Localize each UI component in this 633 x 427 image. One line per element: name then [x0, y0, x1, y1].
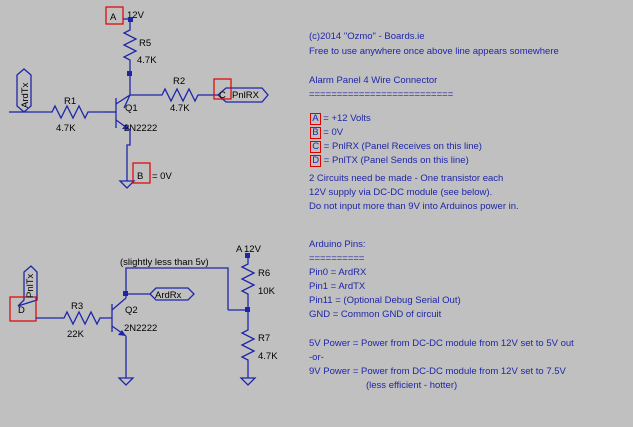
r3-value: 22K [67, 329, 85, 340]
circuits-note-1: 2 Circuits need be made - One transistor… [309, 173, 504, 184]
q2-label: Q2 [125, 305, 138, 316]
pnlrx-port [217, 87, 269, 103]
power-5v-line: 5V Power = Power from DC-DC module from … [309, 338, 574, 349]
r6-label: R6 [258, 268, 270, 279]
r1-resistor [24, 104, 104, 120]
pin-b-line: B = 0V [305, 117, 343, 139]
copyright-line: (c)2014 "Ozmo" - Boards.ie [309, 31, 425, 42]
r5-resistor [122, 22, 138, 74]
ardtx-port [16, 68, 32, 113]
connector-rule: ========================== [309, 89, 454, 100]
pin-c-letter: C [310, 140, 322, 153]
ardtx-label: ArdTx [20, 82, 31, 108]
pin-b-text: = 0V [320, 126, 344, 138]
node-b-label: B [137, 171, 143, 182]
pin-a-text: = +12 Volts [320, 112, 371, 124]
node-a-2-label: A [236, 244, 243, 255]
r7-value: 4.7K [258, 351, 278, 362]
node-a-box [105, 6, 124, 25]
r3-label: R3 [71, 301, 83, 312]
q2-part: 2N2222 [124, 323, 157, 334]
q1-label: Q1 [125, 103, 138, 114]
pin-b-letter: B [310, 126, 321, 139]
r1-value: 4.7K [56, 123, 76, 134]
pnltx-port [17, 265, 38, 307]
voltage-note: (slightly less than 5v) [120, 257, 209, 268]
node-d-box [9, 296, 37, 322]
pin-d-letter: D [310, 154, 322, 167]
circuit-1: A 12V R5 4.7K R2 4.7K C PnlRX ArdTx R1 4… [9, 6, 269, 189]
node-b-box [132, 162, 151, 184]
r3-resistor [36, 310, 112, 326]
arduino-pin-11: Pin11 = (Optional Debug Serial Out) [309, 295, 461, 306]
ground-3-icon [239, 377, 257, 386]
r2-label: R2 [173, 76, 185, 87]
pin-d-line: D = PnlTX (Panel Sends on this line) [305, 145, 469, 167]
ardrx-junction-dot [123, 291, 128, 296]
arduino-gnd: GND = Common GND of circuit [309, 309, 442, 320]
q1-emitter-arrow [122, 124, 130, 130]
pin-c-line: C = PnlRX (Panel Receives on this line) [305, 131, 482, 153]
supply-12v-label: 12V [127, 10, 145, 21]
arduino-rule: ========== [309, 253, 365, 264]
pin-c-text: = PnlRX (Panel Receives on this line) [321, 140, 482, 152]
circuit-2: D PnlTx R3 22K Q2 2N2222 (slightly less … [9, 244, 278, 386]
ground-2-icon [117, 377, 135, 386]
power-9v-line: 9V Power = Power from DC-DC module from … [309, 366, 566, 377]
ardrx-label: ArdRx [155, 290, 182, 301]
r5-label: R5 [139, 38, 151, 49]
free-use-line: Free to use anywhere once above line app… [309, 46, 559, 57]
r5-value: 4.7K [137, 55, 157, 66]
node-c-box [213, 78, 232, 100]
q1-part: 2N2222 [124, 123, 157, 134]
ground-1-icon [118, 180, 136, 189]
q2-emitter-arrow [118, 330, 126, 336]
node-d-label: D [18, 305, 25, 316]
pnltx-label: PnlTx [25, 273, 36, 298]
r6-resistor [240, 258, 256, 308]
divider-junction-dot [245, 307, 250, 312]
node-a-label: A [110, 12, 117, 23]
supply-2-node-dot [245, 253, 250, 258]
arduino-title: Arduino Pins: [309, 239, 366, 250]
pin-a-letter: A [310, 112, 321, 125]
circuits-note-3: Do not input more than 9V into Arduinos … [309, 201, 519, 212]
pin-d-text: = PnlTX (Panel Sends on this line) [321, 154, 469, 166]
r1-label: R1 [64, 96, 76, 107]
ground-0v-label: = 0V [152, 171, 172, 182]
power-9v-note: (less efficient - hotter) [366, 380, 458, 391]
r7-resistor [240, 312, 256, 378]
r2-resistor [130, 87, 218, 103]
pnlrx-label: PnlRX [232, 90, 260, 101]
supply-node-dot [128, 17, 133, 22]
emitter-wire [126, 130, 131, 181]
power-or-line: -or- [309, 352, 324, 363]
pin-a-line: A = +12 Volts [305, 103, 371, 125]
arduino-pin-0: Pin0 = ArdRX [309, 267, 367, 278]
connector-title: Alarm Panel 4 Wire Connector [309, 75, 438, 86]
arduino-pin-1: Pin1 = ArdTX [309, 281, 366, 292]
r7-label: R7 [258, 333, 270, 344]
circuits-note-2: 12V supply via DC-DC module (see below). [309, 187, 493, 198]
supply-12v-2-label: 12V [244, 244, 262, 255]
collector-wire [123, 73, 131, 109]
node-c-label: C [219, 90, 226, 101]
ardrx-port [149, 287, 195, 301]
r6-value: 10K [258, 286, 276, 297]
collector-rail [125, 267, 229, 310]
r2-value: 4.7K [170, 103, 190, 114]
